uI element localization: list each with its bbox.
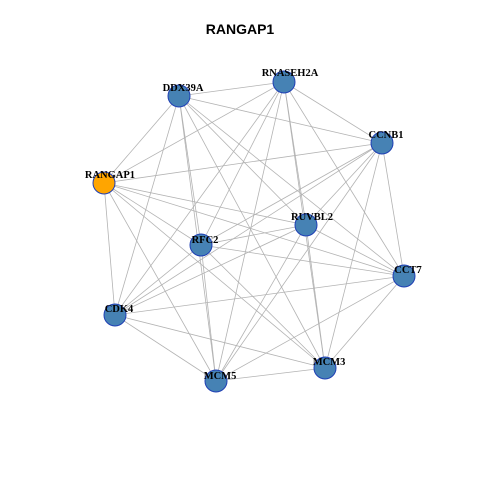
edge-rnaseh2a-mcm5 bbox=[215, 81, 285, 382]
edge-rfc2-mcm3 bbox=[200, 244, 326, 369]
edge-rnaseh2a-ccnb1 bbox=[283, 81, 383, 144]
edge-rangap1-rnaseh2a bbox=[103, 81, 285, 184]
node-circle-cdk4 bbox=[103, 303, 127, 327]
node-circle-ccnb1 bbox=[370, 131, 394, 155]
edge-cdk4-mcm3 bbox=[114, 314, 326, 369]
edge-ccnb1-mcm5 bbox=[215, 142, 383, 382]
edge-ccnb1-ruvbl2 bbox=[305, 142, 383, 226]
edge-cct7-mcm3 bbox=[324, 275, 405, 369]
edge-ccnb1-rfc2 bbox=[200, 142, 383, 246]
nodes: RANGAP1 DDX39A RNASEH2A CCNB1RUVBL2RFC2CCT7… bbox=[85, 68, 422, 393]
node-circle-ruvbl2 bbox=[294, 213, 318, 237]
node-circle-rfc2 bbox=[189, 233, 213, 257]
node-ruvbl2: RUVBL2 bbox=[291, 212, 333, 237]
edge-rangap1-ruvbl2 bbox=[103, 182, 307, 226]
node-circle-rnaseh2a bbox=[272, 70, 296, 94]
node-rnaseh2a: RNASEH2A bbox=[262, 68, 319, 94]
node-label-mcm3: MCM3 bbox=[313, 357, 346, 368]
edge-rnaseh2a-cct7 bbox=[283, 81, 405, 277]
edge-rfc2-cdk4 bbox=[114, 244, 202, 316]
edge-ddx39a-ruvbl2 bbox=[178, 95, 307, 226]
node-ccnb1: CCNB1 bbox=[369, 130, 404, 155]
edge-ruvbl2-mcm5 bbox=[215, 224, 307, 382]
node-label-ruvbl2: RUVBL2 bbox=[291, 212, 333, 223]
edge-cct7-cdk4 bbox=[114, 275, 405, 316]
edge-ddx39a-rnaseh2a bbox=[178, 81, 285, 97]
node-cct7: CCT7 bbox=[392, 264, 422, 288]
edge-rangap1-mcm3 bbox=[103, 182, 326, 369]
edge-rfc2-mcm5 bbox=[200, 244, 217, 382]
edge-rangap1-cdk4 bbox=[103, 182, 116, 316]
node-label-ddx39a: DDX39A bbox=[163, 83, 204, 94]
edge-ruvbl2-cdk4 bbox=[114, 224, 307, 316]
edge-cdk4-mcm5 bbox=[114, 314, 217, 382]
edge-rnaseh2a-cdk4 bbox=[114, 81, 285, 316]
edge-rangap1-cct7 bbox=[103, 182, 405, 277]
node-label-cct7: CCT7 bbox=[394, 265, 421, 276]
node-circle-ddx39a bbox=[167, 84, 191, 108]
edge-ccnb1-cct7 bbox=[381, 142, 405, 277]
edge-ruvbl2-cct7 bbox=[305, 224, 405, 277]
node-circle-cct7 bbox=[392, 264, 416, 288]
node-mcm3: MCM3 bbox=[313, 356, 346, 380]
node-label-rnaseh2a: RNASEH2A bbox=[262, 68, 319, 79]
edge-cct7-mcm5 bbox=[215, 275, 405, 382]
node-mcm5: MCM5 bbox=[204, 369, 237, 393]
edge-rfc2-cct7 bbox=[200, 244, 405, 277]
edge-ddx39a-cdk4 bbox=[114, 95, 180, 316]
node-cdk4: CDK4 bbox=[103, 303, 134, 327]
node-ddx39a: DDX39A bbox=[163, 83, 204, 108]
node-rangap1: RANGAP1 bbox=[85, 170, 135, 195]
node-label-ccnb1: CCNB1 bbox=[369, 130, 404, 141]
node-circle-mcm5 bbox=[204, 369, 228, 393]
edge-ddx39a-mcm3 bbox=[178, 95, 326, 369]
edge-ruvbl2-rfc2 bbox=[200, 224, 307, 246]
chart-title: RANGAP1 bbox=[205, 21, 275, 37]
edge-ruvbl2-mcm3 bbox=[305, 224, 326, 369]
node-label-rangap1: RANGAP1 bbox=[85, 170, 135, 181]
edge-rangap1-ddx39a bbox=[103, 95, 180, 184]
edge-ddx39a-cct7 bbox=[178, 95, 405, 277]
edge-rangap1-mcm5 bbox=[103, 182, 217, 382]
edge-ccnb1-cdk4 bbox=[114, 142, 383, 316]
edge-ddx39a-ccnb1 bbox=[178, 95, 383, 144]
node-label-mcm5: MCM5 bbox=[204, 371, 237, 382]
edge-mcm3-mcm5 bbox=[215, 367, 326, 382]
edge-ccnb1-mcm3 bbox=[324, 142, 383, 369]
edge-ddx39a-rfc2 bbox=[178, 95, 202, 246]
edge-rangap1-rfc2 bbox=[103, 182, 202, 246]
edge-rnaseh2a-rfc2 bbox=[200, 81, 285, 246]
edges bbox=[103, 81, 405, 382]
node-label-rfc2: RFC2 bbox=[192, 235, 219, 246]
node-rfc2: RFC2 bbox=[189, 233, 219, 257]
node-circle-mcm3 bbox=[313, 356, 337, 380]
node-label-cdk4: CDK4 bbox=[105, 304, 134, 315]
node-circle-rangap1 bbox=[92, 171, 116, 195]
